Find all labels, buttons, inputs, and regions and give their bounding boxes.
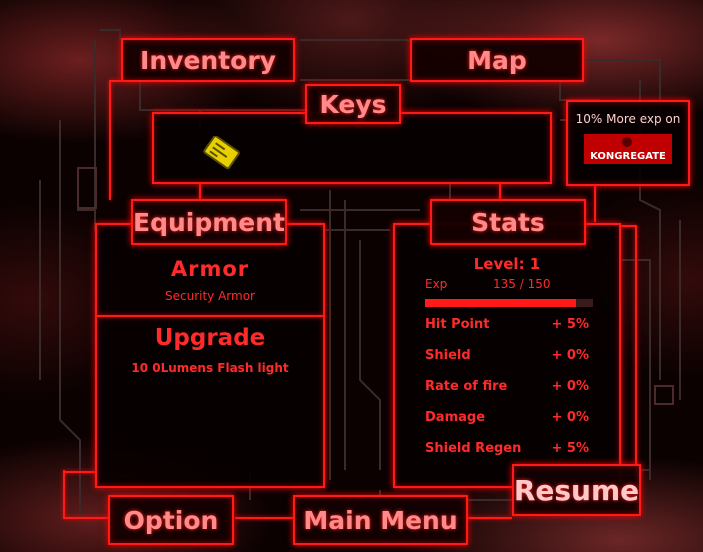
stat-value: + 5% [551, 441, 590, 456]
tab-inventory[interactable]: Inventory [121, 38, 295, 82]
tab-keys[interactable]: Keys [305, 84, 401, 124]
kongregate-logo: KONGREGATE [584, 134, 672, 164]
tab-map[interactable]: Map [410, 38, 584, 82]
stat-value: + 5% [551, 317, 590, 332]
equipment-panel: Armor Security Armor Upgrade 10 0Lumens … [95, 223, 325, 488]
main-menu-button-label: Main Menu [303, 505, 458, 535]
kongregate-logo-text: KONGREGATE [590, 151, 666, 162]
armor-value: Security Armor [165, 289, 255, 303]
keycard-icon[interactable] [200, 135, 242, 174]
stat-row-rate-of-fire: Rate of fire + 0% [425, 379, 589, 394]
stat-label: Damage [425, 410, 486, 425]
stats-panel: Level: 1 Exp 135 / 150 Hit Point + 5% Shi… [393, 223, 621, 488]
stat-label: Shield Regen [425, 441, 522, 456]
level-label: Level: 1 [473, 255, 541, 273]
tab-stats[interactable]: Stats [430, 199, 586, 245]
stat-value: + 0% [551, 410, 590, 425]
stat-value: + 0% [551, 348, 590, 363]
tab-equipment-label: Equipment [133, 207, 285, 237]
stat-row-damage: Damage + 0% [425, 410, 589, 425]
promo-text: 10% More exp on [575, 112, 681, 126]
exp-value: 135 / 150 [493, 277, 551, 291]
kong-logo-icon [622, 137, 632, 147]
option-button[interactable]: Option [108, 495, 234, 545]
kongregate-promo[interactable]: 10% More exp on KONGREGATE [566, 100, 690, 186]
upgrade-value: 10 0Lumens Flash light [131, 361, 289, 375]
tab-keys-label: Keys [319, 89, 387, 119]
stat-label: Hit Point [425, 317, 490, 332]
stat-row-shield-regen: Shield Regen + 5% [425, 441, 589, 456]
option-button-label: Option [123, 505, 219, 535]
stat-row-hit-point: Hit Point + 5% [425, 317, 589, 332]
tab-stats-label: Stats [471, 207, 545, 237]
exp-bar-fill [425, 299, 577, 307]
tab-map-label: Map [467, 45, 527, 75]
tab-equipment[interactable]: Equipment [131, 199, 287, 245]
stat-label: Rate of fire [425, 379, 508, 394]
resume-button-label: Resume [513, 473, 640, 507]
tab-inventory-label: Inventory [140, 45, 276, 75]
exp-label: Exp [425, 277, 448, 291]
armor-heading: Armor [170, 257, 250, 281]
stat-row-shield: Shield + 0% [425, 348, 589, 363]
stat-value: + 0% [551, 379, 590, 394]
exp-bar [425, 299, 593, 307]
equipment-divider [97, 315, 323, 317]
stat-label: Shield [425, 348, 471, 363]
upgrade-heading: Upgrade [154, 325, 266, 351]
main-menu-button[interactable]: Main Menu [293, 495, 468, 545]
resume-button[interactable]: Resume [512, 464, 641, 516]
